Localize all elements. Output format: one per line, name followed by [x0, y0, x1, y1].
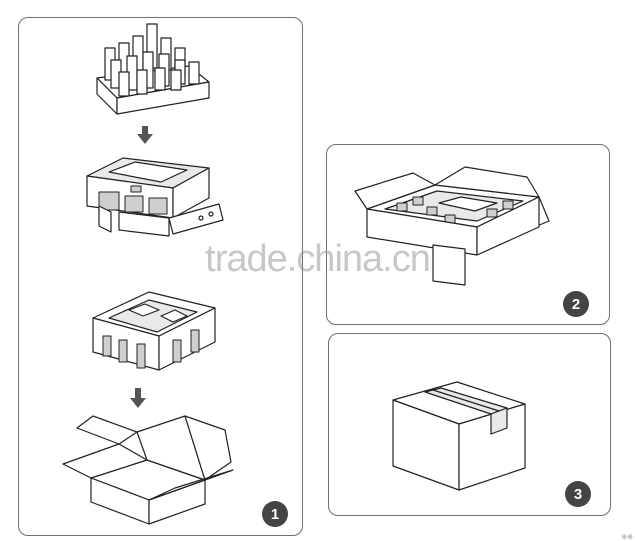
step-3-panel: 3 [328, 333, 611, 516]
step-2-panel: 2 [326, 144, 610, 325]
molded-insert-icon [92, 291, 216, 371]
foam-tray-icon [96, 23, 210, 115]
open-box-icon [62, 415, 234, 525]
arrow-down-icon [130, 388, 146, 408]
step-3-illustration [392, 381, 526, 491]
arrow-down-icon [137, 126, 153, 144]
open-box-icon [354, 166, 550, 286]
device-icon [86, 157, 224, 237]
step-number-badge: 3 [565, 481, 591, 507]
step-1-panel: 1 [18, 17, 303, 536]
corner-mark: ⊕⊕ [621, 534, 633, 541]
closed-box-icon [392, 381, 526, 491]
step-1-illustration [62, 23, 234, 525]
watermark-text: trade.china.cn [205, 238, 431, 280]
step-number-badge: 2 [563, 291, 589, 317]
step-number-badge: 1 [262, 501, 288, 527]
step-2-illustration [354, 166, 550, 286]
